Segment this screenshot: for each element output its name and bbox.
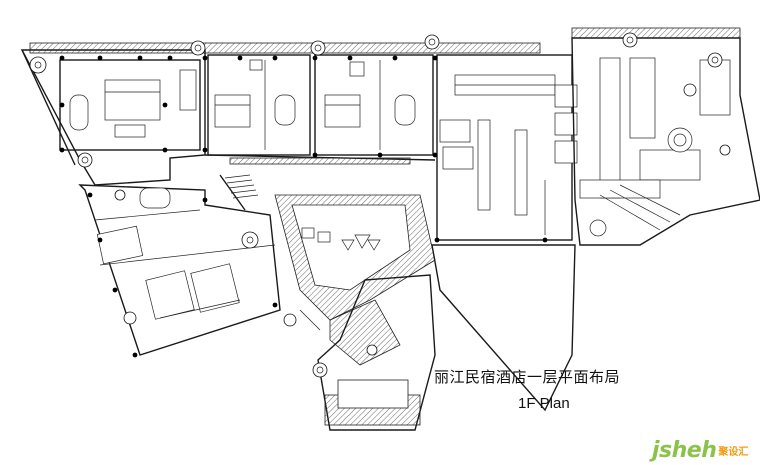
plan-title-english: 1F Plan (518, 395, 570, 412)
southwest-suite-block (78, 184, 281, 356)
landscape-plants (29, 32, 731, 378)
east-terrace (571, 37, 760, 246)
jsheh-logo: jsheh 聚设汇 (652, 436, 748, 462)
plan-title-chinese: 丽江民宿酒店一层平面布局 (434, 368, 621, 386)
suite-b (314, 54, 434, 156)
stairs (224, 174, 259, 199)
right-top-wall-band (571, 27, 741, 39)
logo-main-text: jsheh (652, 438, 717, 463)
logo-sub-text: 聚设汇 (718, 447, 749, 458)
top-wall-band (29, 42, 541, 54)
structural-columns (59, 55, 548, 358)
south-entrance (329, 299, 401, 366)
courtyard-inner (291, 204, 411, 291)
suite-a (207, 54, 311, 156)
